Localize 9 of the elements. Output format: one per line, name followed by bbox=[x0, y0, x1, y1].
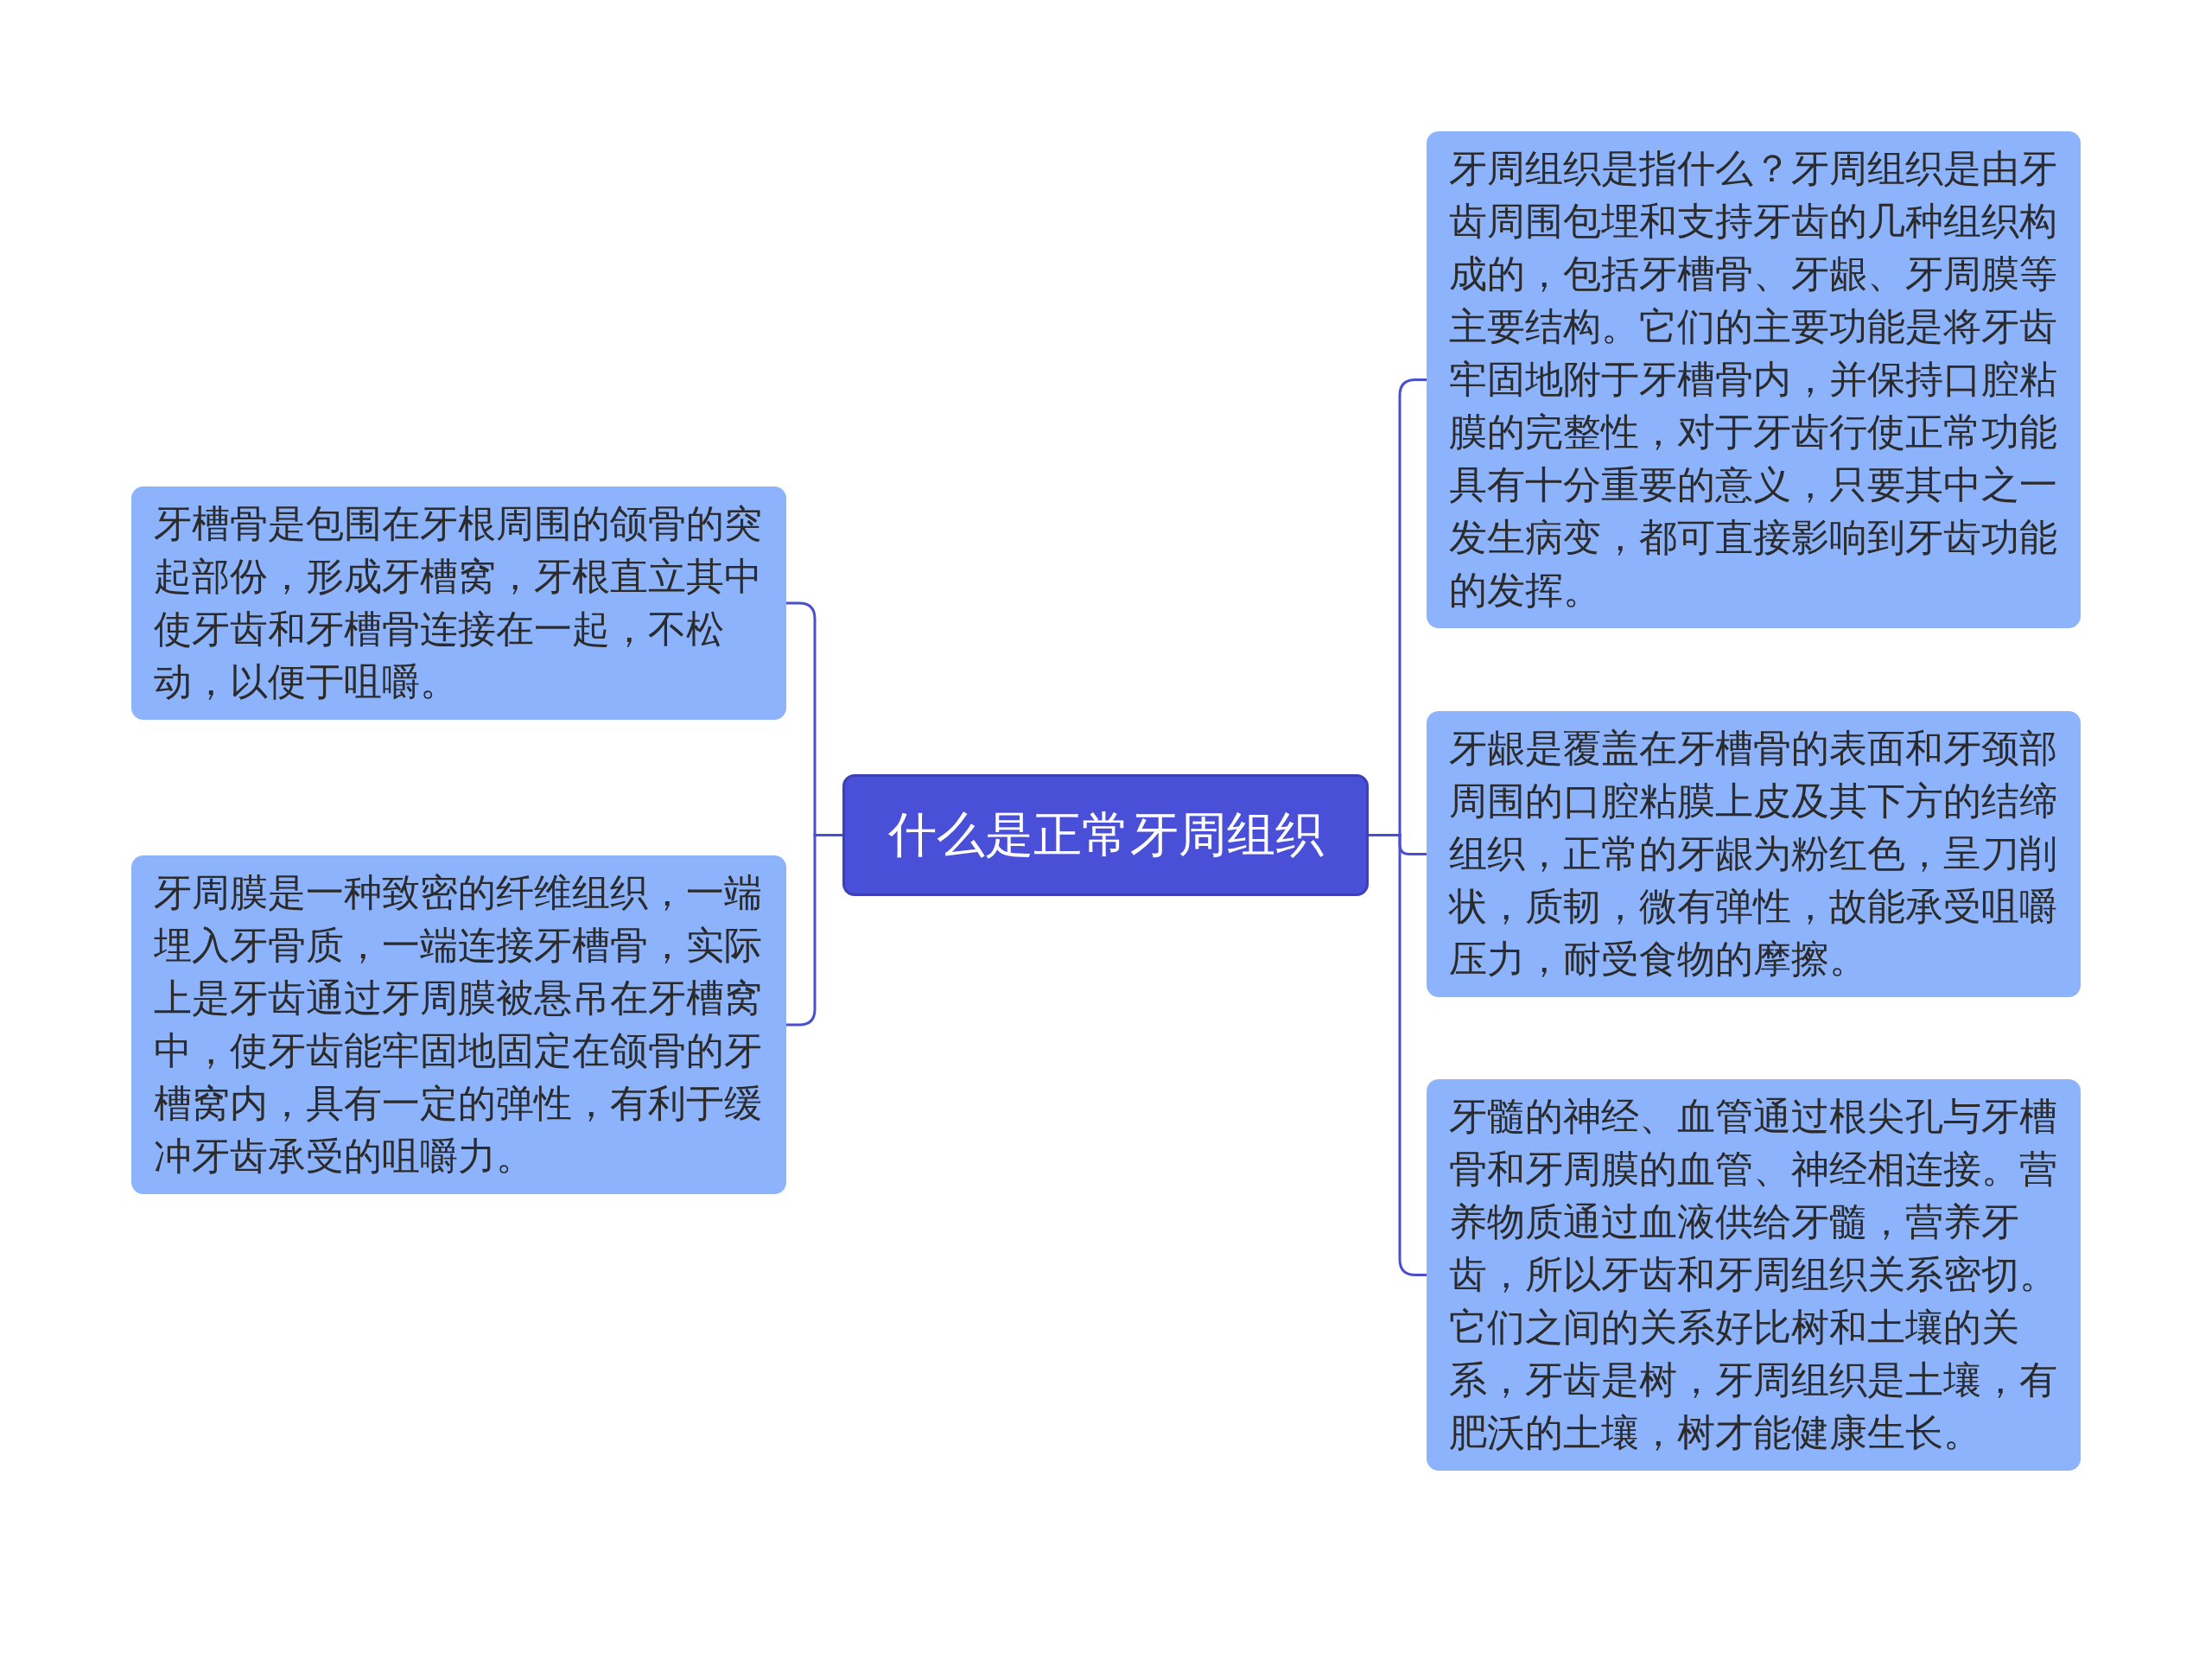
subtopic-text: 牙髓的神经、血管通过根尖孔与牙槽骨和牙周膜的血管、神经相连接。营养物质通过血液供给牙髓，营养牙齿，所以牙齿和牙周组织关系密切。它们之间的关系好比树和土壤的关系，牙齿是树，牙周组织是土壤，有肥沃的土壤，树才能健康生长。 bbox=[1449, 1093, 2058, 1456]
topic-text: 什么是正常牙周组织 bbox=[887, 804, 1324, 864]
subtopic-text: 牙槽骨是包围在牙根周围的颌骨的突起部份，形成牙槽窝，牙根直立其中使牙齿和牙槽骨连接在一起，不松动，以便于咀嚼。 bbox=[154, 500, 763, 705]
subtopic-text: 牙龈是覆盖在牙槽骨的表面和牙颈部周围的口腔粘膜上皮及其下方的结缔组织，正常的牙龈为粉红色，呈刀削状，质韧，微有弹性，故能承受咀嚼压力，耐受食物的摩擦。 bbox=[1449, 725, 2058, 982]
subtopic-text: 牙周膜是一种致密的纤维组织，一端埋入牙骨质，一端连接牙槽骨，实际上是牙齿通过牙周膜被悬吊在牙槽窝中，使牙齿能牢固地固定在颌骨的牙槽窝内，具有一定的弹性，有利于缓冲牙齿承受的咀嚼力。 bbox=[154, 869, 763, 1179]
subtopic-box bbox=[1427, 711, 2081, 997]
subtopic-text: 牙周组织是指什么？牙周组织是由牙齿周围包埋和支持牙齿的几种组织构成的，包括牙槽骨、牙龈、牙周膜等主要结构。它们的主要功能是将牙齿牢固地附于牙槽骨内，并保持口腔粘膜的完整性，对于牙齿行使正常功能具有十分重要的意义，只要其中之一发生病变，都可直接影响到牙齿功能的发挥。 bbox=[1449, 145, 2058, 613]
subtopic-box bbox=[131, 486, 786, 720]
topic-box bbox=[842, 774, 1369, 896]
